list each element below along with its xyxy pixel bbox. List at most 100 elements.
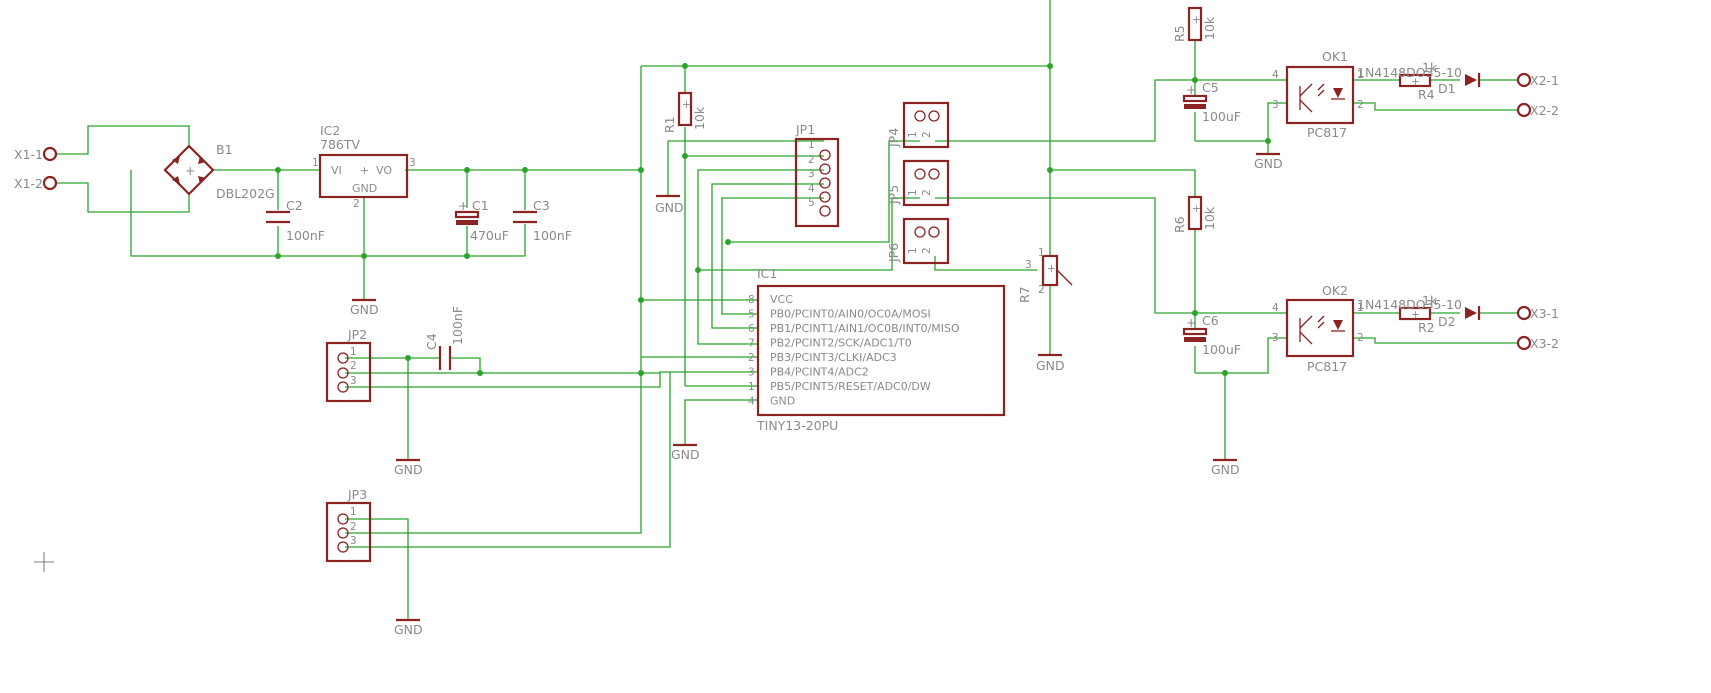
pin-number: 1 [350,506,357,518]
polarity-mark: + [1411,309,1420,321]
value-label: 10k [1202,16,1217,40]
header-jp1[interactable]: JP1 1 2 3 4 5 [794,122,840,228]
polarity-mark: + [1411,76,1420,88]
optocoupler-ok2[interactable]: OK2 PC817 4 3 1 2 [1272,283,1364,374]
terminal-x1-2[interactable]: X1-2 [14,175,58,191]
svg-text:GND: GND [655,200,684,215]
pin-number: 1 [312,157,319,169]
terminal-x3-1[interactable]: X3-1 [1516,305,1559,321]
value-label: 1k [1422,293,1438,308]
diode-d1[interactable]: 1N4148DO35-10 D1 [1357,65,1481,96]
polarity-mark: + [1186,82,1196,97]
optocoupler-ok1[interactable]: OK1 PC817 4 3 1 2 [1272,49,1364,140]
ref-label: R6 [1172,216,1187,233]
resistor-r6[interactable]: + R6 10k [1172,195,1217,233]
svg-text:GND: GND [1036,358,1065,373]
potentiometer-r7[interactable]: + 3 1 2 R7 [1017,247,1073,303]
ground-symbols: GND GND GND GND GND GND GND GND [350,152,1283,637]
value-label: 10k [1202,206,1217,230]
value-label: PC817 [1307,359,1347,374]
terminal-x2-1[interactable]: X2-1 [1516,72,1559,88]
ref-label: OK1 [1322,49,1348,64]
pin-number: 2 [1357,99,1364,111]
header-jp4[interactable]: JP4 1 2 [886,101,950,149]
ref-label: R4 [1418,87,1435,102]
ground-symbol: GND [655,194,684,215]
value-label: 470uF [470,228,509,243]
resistor-r4[interactable]: + 1k R4 [1398,60,1438,102]
value-label: 1N4148DO35-10 [1357,297,1462,312]
polarity-mark: + [1186,315,1196,330]
mcu-pin-number: 2 [748,352,755,364]
terminal-label: X2-2 [1530,103,1559,118]
terminal-x1-1[interactable]: X1-1 [14,146,58,162]
pin-number: 1 [907,189,919,196]
capacitor-c1[interactable]: + C1 470uF [454,198,509,243]
value-label: DBL202G [216,186,275,201]
regulator-ic2[interactable]: IC2 786TV VI + VO GND 1 3 2 [312,123,416,210]
polarity-mark: + [185,163,195,178]
ref-label: JP1 [795,122,815,137]
mcu-pin-name: PB5/PCINT5/RESET/ADC0/DW [770,380,931,393]
ref-label: IC2 [320,123,340,138]
diode-d2[interactable]: 1N4148DO35-10 D2 [1357,297,1481,329]
value-label: TINY13-20PU [756,418,838,433]
terminal-label: X1-2 [14,176,43,191]
svg-text:GND: GND [1211,462,1240,477]
header-jp6[interactable]: JP6 1 2 [886,217,950,265]
ground-symbol: GND [1211,458,1240,477]
ref-label: IC1 [757,266,777,281]
capacitor-c4[interactable]: C4 100nF [424,306,465,370]
bridge-rectifier-b1[interactable]: + B1 DBL202G [163,142,275,201]
ref-label: R5 [1172,25,1187,42]
ref-label: D2 [1438,314,1456,329]
capacitor-c6[interactable]: + C6 100uF [1182,313,1241,357]
mcu-pin-name: PB0/PCINT0/AIN0/OC0A/MOSI [770,308,931,321]
mcu-pin-number: 6 [748,323,755,335]
svg-text:GND: GND [1254,156,1283,171]
ref-label: C3 [533,198,550,213]
ref-label: D1 [1438,81,1456,96]
ref-label: C6 [1202,313,1219,328]
value-label: 1N4148DO35-10 [1357,65,1462,80]
pin-number: 3 [1272,99,1279,111]
svg-text:GND: GND [394,462,423,477]
terminal-x2-2[interactable]: X2-2 [1516,102,1559,118]
mcu-pin-number: 4 [748,396,755,408]
resistor-r5[interactable]: + R5 10k [1172,6,1217,42]
terminal-x3-2[interactable]: X3-2 [1516,335,1559,351]
resistor-r2[interactable]: + 1k R2 [1398,293,1438,335]
svg-text:GND: GND [671,447,700,462]
ref-label: R7 [1017,286,1032,303]
capacitor-c3[interactable]: C3 100nF [513,198,572,243]
value-label: 786TV [320,137,360,152]
ref-label: OK2 [1322,283,1348,298]
ref-label: R1 [662,116,677,133]
polarity-mark: + [1047,263,1056,275]
ref-label: JP3 [347,487,367,502]
ground-symbol: GND [671,443,700,462]
capacitor-c2[interactable]: C2 100nF [266,198,325,243]
ref-label: C5 [1202,80,1219,95]
pin-number: 2 [1038,284,1045,296]
pin-number: 3 [1272,332,1279,344]
value-label: 100uF [1202,342,1241,357]
junction-dots [275,63,1271,376]
mcu-pin-name: VCC [770,293,793,306]
mcu-pin-number: 7 [748,338,755,350]
header-jp3[interactable]: JP3 1 2 3 [325,487,372,563]
capacitor-c5[interactable]: + C5 100uF [1182,80,1241,124]
ref-label: C2 [286,198,303,213]
header-jp2[interactable]: JP2 1 2 3 [325,327,372,403]
svg-text:GND: GND [350,302,379,317]
value-label: 100uF [1202,109,1241,124]
header-jp5[interactable]: JP5 1 2 [886,159,950,207]
resistor-r1[interactable]: + R1 10k [662,91,707,133]
pin-number: 1 [1357,69,1364,81]
pin-number: 4 [808,183,815,195]
pin-number: 5 [808,197,815,209]
pin-gnd-label: GND [352,182,377,195]
